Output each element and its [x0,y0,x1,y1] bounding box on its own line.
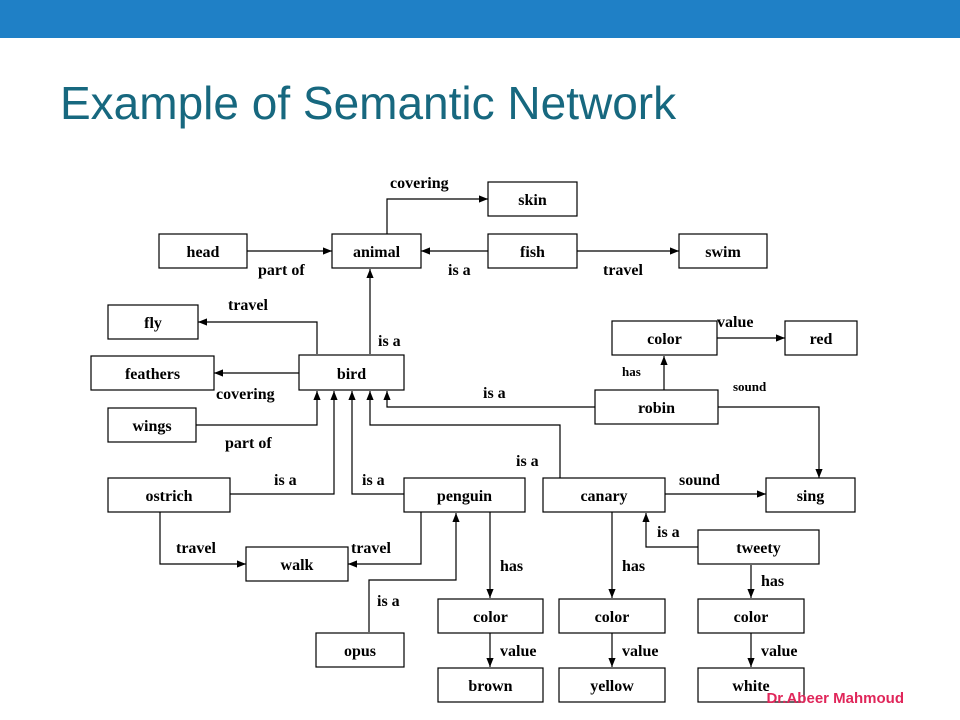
node-walk: walk [245,546,349,582]
node-penguin-label: penguin [437,488,492,505]
node-feathers-label: feathers [125,366,180,383]
node-red: red [784,320,858,356]
node-white-label: white [732,678,769,695]
node-color-robin: color [611,320,718,356]
label-canary-has-color: has [622,558,645,575]
node-head-label: head [187,244,220,261]
node-skin: skin [487,181,578,217]
node-fly-label: fly [144,315,162,332]
label-color-value-yellow: value [622,643,658,660]
node-ostrich: ostrich [107,477,231,513]
label-color-value-brown: value [500,643,536,660]
node-ostrich-label: ostrich [145,488,192,505]
node-bird-label: bird [337,366,366,383]
node-opus-label: opus [344,643,376,660]
nodes: skin head animal fish swim fly feathers … [90,181,858,703]
author-credit: Dr.Abeer Mahmoud [766,690,904,707]
edge-robin-sound-sing [718,406,823,478]
node-opus: opus [315,632,405,668]
node-red-label: red [810,331,833,348]
node-skin-label: skin [518,192,547,209]
label-color-value-red: value [717,314,753,331]
node-color-canary: color [558,598,666,634]
label-robin-sound-sing: sound [733,379,767,394]
edge-penguin-isa-bird [348,391,404,495]
node-yellow: yellow [558,667,666,703]
label-animal-covering-skin: covering [390,175,449,192]
label-fish-travel-swim: travel [603,262,644,279]
label-tweety-has-color: has [761,573,784,590]
node-color-robin-label: color [647,331,682,348]
edge-tweety-isa-canary [642,513,698,548]
node-robin-label: robin [638,400,675,417]
label-bird-covering-feathers: covering [216,386,275,403]
node-penguin: penguin [403,477,526,513]
edge-robin-isa-bird [383,391,595,408]
label-canary-sound-sing: sound [679,472,720,489]
label-opus-isa-penguin: is a [377,593,400,610]
node-sing-label: sing [797,488,825,505]
node-fish: fish [487,233,578,269]
edge-ostrich-travel-walk [159,512,246,568]
edge-animal-covering-skin [386,195,488,234]
label-wings-partof-bird: part of [225,435,272,452]
label-canary-isa-bird: is a [516,453,539,470]
node-robin: robin [594,389,719,425]
node-canary: canary [542,477,666,513]
node-fish-label: fish [520,244,545,261]
node-color-canary-label: color [595,609,630,626]
edge-labels: covering part of is a travel travel is a… [176,175,797,660]
node-brown: brown [437,667,544,703]
node-color-tweety-label: color [734,609,769,626]
node-feathers: feathers [90,355,215,391]
label-fish-isa-animal: is a [448,262,471,279]
node-yellow-label: yellow [590,678,634,695]
node-tweety: tweety [697,529,820,565]
node-walk-label: walk [281,557,314,574]
node-color-tweety: color [697,598,805,634]
node-canary-label: canary [580,488,627,505]
node-color-penguin: color [437,598,544,634]
node-head: head [158,233,248,269]
label-ostrich-isa-bird: is a [274,472,297,489]
node-bird: bird [298,354,405,391]
label-penguin-travel-walk: travel [351,540,392,557]
label-robin-isa-bird: is a [483,385,506,402]
edge-opus-isa-penguin [368,513,460,632]
node-wings-label: wings [132,418,171,435]
label-bird-travel-fly: travel [228,297,269,314]
label-penguin-isa-bird: is a [362,472,385,489]
label-ostrich-travel-walk: travel [176,540,217,557]
node-swim: swim [678,233,768,269]
node-animal: animal [331,233,422,269]
node-swim-label: swim [705,244,741,261]
node-brown-label: brown [468,678,512,695]
node-tweety-label: tweety [736,540,780,557]
slide-title: Example of Semantic Network [60,77,677,129]
node-sing: sing [765,477,856,513]
edge-penguin-travel-walk [348,512,422,568]
label-head-partof-animal: part of [258,262,305,279]
node-white: white [697,667,805,703]
edge-canary-isa-bird [366,391,561,478]
top-accent-bar [0,0,960,38]
edge-ostrich-isa-bird [230,391,338,495]
node-wings: wings [107,407,197,443]
node-color-penguin-label: color [473,609,508,626]
node-animal-label: animal [353,244,401,261]
label-color-value-white: value [761,643,797,660]
edges [159,195,823,667]
edge-wings-partof-bird [196,391,321,426]
label-bird-isa-animal: is a [378,333,401,350]
label-tweety-isa-canary: is a [657,524,680,541]
label-penguin-has-color: has [500,558,523,575]
edge-bird-travel-fly [198,318,318,354]
node-fly: fly [107,304,199,340]
label-robin-has-color: has [622,364,641,379]
